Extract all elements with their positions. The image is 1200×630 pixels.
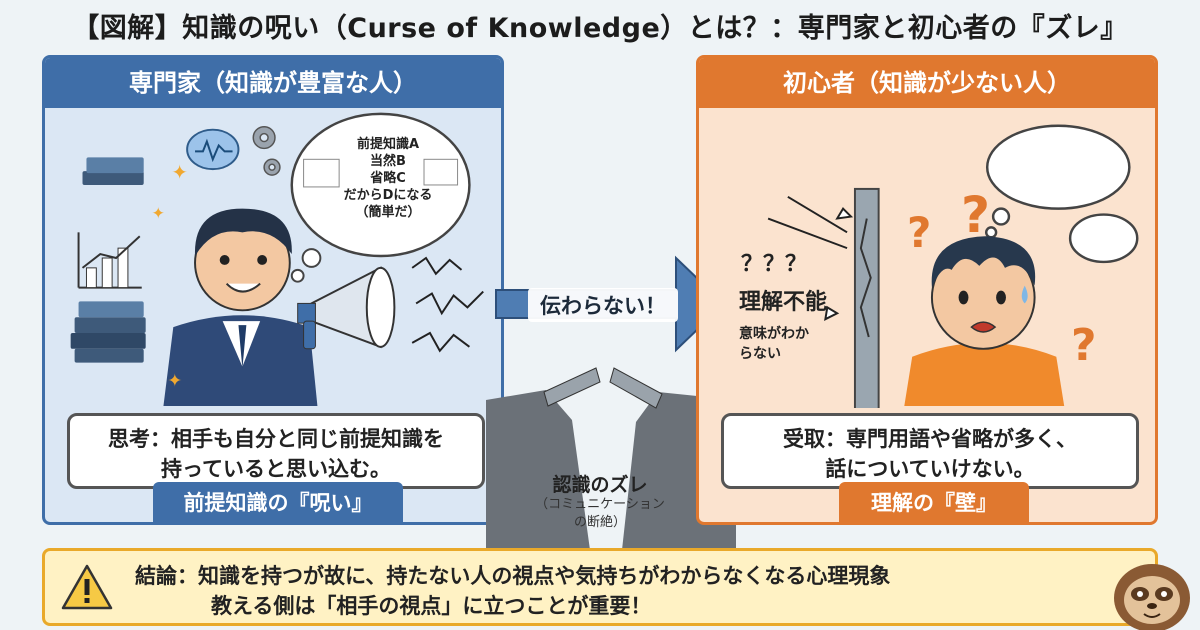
svg-text:✦: ✦ <box>152 204 165 223</box>
warning-icon <box>61 564 113 610</box>
thought-text: 前提知識A 当然B 省略C だからDになる （簡単だ） <box>343 136 433 221</box>
megaphone-icon <box>297 266 396 350</box>
thinking-line: 思考：相手も自分と同じ前提知識を <box>108 427 444 451</box>
brain-icon <box>186 128 240 171</box>
thought-bubble <box>290 112 471 283</box>
confusion-marks: ？？？ <box>741 252 808 277</box>
beginner-receive-box: 受取：専門用語や省略が多く、 話についていけない。 <box>721 413 1139 489</box>
beginner-panel: 初心者（知識が少ない人） <box>696 55 1158 525</box>
conclusion-box: 結論：知識を持つが故に、持たない人の視点や気持ちがわからなくなる心理現象 教える… <box>42 548 1158 626</box>
thought-line: だからDになる <box>343 188 433 203</box>
expert-header: 専門家（知識が豊富な人） <box>45 58 501 108</box>
gap-sub-line: の断絶） <box>573 515 626 530</box>
page-title: 【図解】知識の呪い（Curse of Knowledge）とは？：専門家と初心者… <box>72 13 1128 44</box>
conclusion-line: 教える側は「相手の視点」に立つことが重要！ <box>211 594 652 618</box>
beginner-scene <box>767 124 1139 408</box>
sound-waves <box>411 256 484 353</box>
question-icon: ? <box>1071 320 1097 371</box>
expert-thinking-box: 思考：相手も自分と同じ前提知識を 持っていると思い込む。 <box>67 413 485 489</box>
meaning-line: 意味がわか <box>739 326 809 342</box>
thought-line: （簡単だ） <box>355 205 421 220</box>
gap-sub-line: （コミュニケーション <box>535 497 665 512</box>
question-icon: ? <box>961 186 991 244</box>
sloth-mascot-icon <box>1114 564 1190 630</box>
gap-subtitle: （コミュニケーション の断絶） <box>515 496 685 532</box>
expert-panel: 専門家（知識が豊富な人） <box>42 55 504 525</box>
svg-text:✦: ✦ <box>167 371 182 391</box>
bar-chart-icon <box>77 232 142 289</box>
question-icon: ? <box>907 208 932 257</box>
beginner-tag: 理解の『壁』 <box>839 482 1029 522</box>
wall-icon <box>853 187 880 408</box>
status-label: 理解不能 <box>739 290 828 315</box>
thought-line: 当然B <box>370 154 406 169</box>
meaning-label: 意味がわか らない <box>739 324 809 364</box>
receive-line: 受取：専門用語や省略が多く、 <box>783 427 1077 451</box>
thought-line: 省略C <box>370 171 406 186</box>
conclusion-line: 結論：知識を持つが故に、持たない人の視点や気持ちがわからなくなる心理現象 <box>135 564 891 588</box>
expert-scene: ✦ ✦ ✦ <box>70 112 484 407</box>
gap-title: 認識のズレ <box>552 474 648 496</box>
expert-tag: 前提知識の『呪い』 <box>153 482 403 522</box>
svg-text:✦: ✦ <box>171 161 188 184</box>
empty-thought-bubble <box>984 124 1139 264</box>
beginner-header: 初心者（知識が少ない人） <box>699 58 1155 108</box>
beginner-person <box>904 236 1065 407</box>
receive-line: 話についていけない。 <box>825 457 1035 481</box>
meaning-line: らない <box>739 346 781 362</box>
thinking-line: 持っていると思い込む。 <box>161 457 391 481</box>
conclusion-text: 結論：知識を持つが故に、持たない人の視点や気持ちがわからなくなる心理現象 教える… <box>135 561 890 621</box>
arrow-label: 伝わらない！ <box>528 288 678 322</box>
thought-line: 前提知識A <box>356 137 420 152</box>
gear-icon <box>252 125 281 176</box>
book-stack-icon <box>70 157 146 363</box>
expert-person <box>163 208 318 407</box>
crack-lines <box>767 195 854 321</box>
